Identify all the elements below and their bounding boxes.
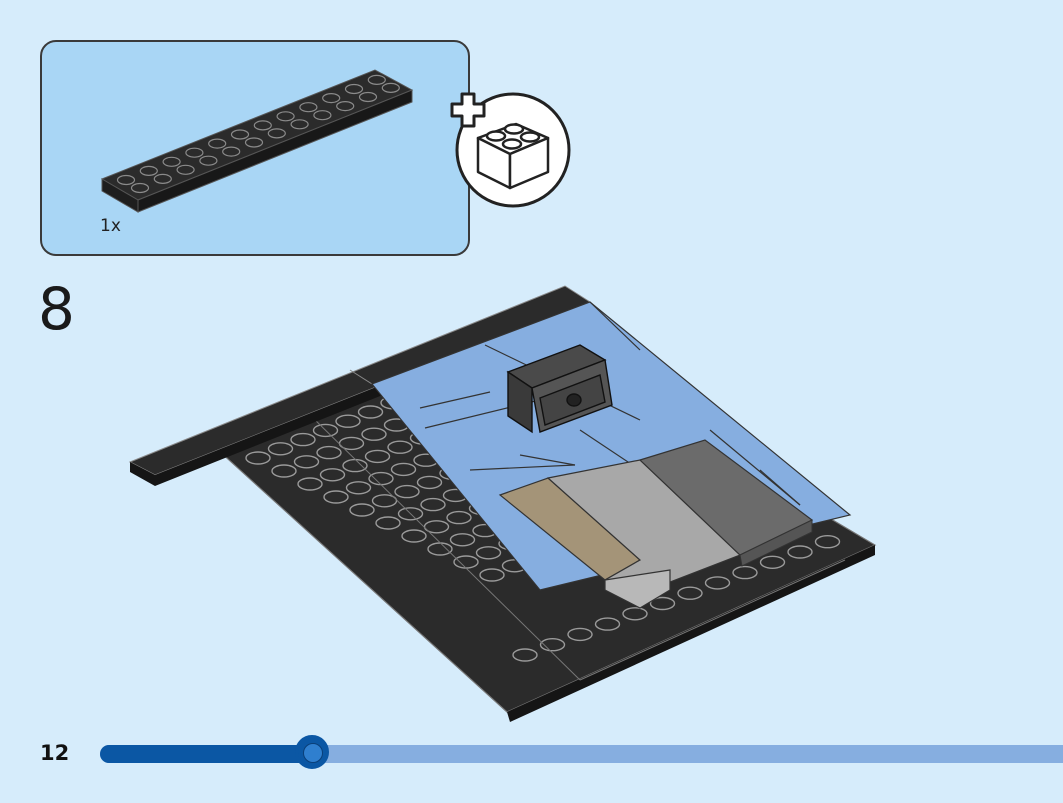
stud bbox=[230, 129, 250, 140]
stud bbox=[349, 503, 375, 517]
progress-fill bbox=[100, 745, 312, 763]
stud bbox=[139, 165, 158, 176]
stud bbox=[479, 568, 505, 582]
stud bbox=[316, 445, 342, 460]
stud bbox=[336, 100, 355, 112]
parts-callout: 1x bbox=[40, 40, 470, 256]
stud bbox=[364, 449, 391, 464]
stud bbox=[319, 468, 346, 482]
stud bbox=[390, 462, 417, 477]
stud bbox=[361, 427, 387, 441]
stud bbox=[244, 137, 264, 148]
stud bbox=[814, 535, 841, 549]
stud bbox=[290, 119, 309, 130]
stud bbox=[475, 546, 502, 560]
stud bbox=[677, 586, 703, 600]
stud bbox=[276, 111, 295, 122]
stud bbox=[253, 120, 272, 131]
stud bbox=[299, 102, 318, 113]
stud bbox=[387, 440, 413, 454]
stud bbox=[401, 529, 427, 543]
stud bbox=[344, 83, 364, 95]
stud bbox=[453, 555, 479, 569]
stud bbox=[208, 138, 227, 149]
stud bbox=[267, 128, 286, 139]
drawer-brick bbox=[506, 344, 613, 434]
stud bbox=[567, 627, 593, 642]
stud bbox=[313, 110, 332, 121]
stud bbox=[622, 607, 648, 621]
add-brick-icon bbox=[450, 92, 571, 208]
stud bbox=[732, 565, 758, 580]
plate-2x12-image bbox=[100, 69, 414, 213]
stud bbox=[420, 497, 446, 512]
stud bbox=[427, 542, 453, 556]
step-number: 8 bbox=[38, 275, 75, 343]
stud bbox=[381, 82, 400, 94]
stud bbox=[787, 545, 813, 559]
stud bbox=[222, 146, 241, 157]
stud bbox=[335, 414, 361, 428]
stud bbox=[704, 576, 731, 590]
stud bbox=[594, 617, 621, 631]
stud bbox=[345, 481, 372, 495]
stud bbox=[416, 475, 443, 490]
stud bbox=[297, 477, 323, 491]
stud bbox=[271, 464, 297, 478]
stud bbox=[322, 92, 341, 104]
stud bbox=[446, 510, 472, 525]
stud bbox=[449, 533, 476, 547]
stud bbox=[375, 516, 401, 530]
stud bbox=[267, 442, 294, 456]
stud bbox=[342, 458, 368, 473]
stud bbox=[357, 405, 384, 419]
stud bbox=[759, 555, 786, 569]
stud bbox=[371, 494, 398, 508]
stud bbox=[153, 173, 172, 184]
part-quantity: 1x bbox=[100, 216, 121, 236]
stud bbox=[358, 91, 378, 103]
page-number: 12 bbox=[40, 741, 70, 765]
stud bbox=[290, 432, 316, 447]
stud bbox=[649, 596, 676, 611]
progress-bar[interactable] bbox=[100, 735, 1063, 769]
stud bbox=[245, 451, 271, 465]
stud bbox=[162, 156, 181, 167]
stud bbox=[116, 174, 136, 186]
progress-handle[interactable] bbox=[295, 735, 329, 769]
stud bbox=[293, 455, 320, 469]
stud bbox=[367, 74, 386, 86]
stud bbox=[176, 164, 195, 175]
stud bbox=[512, 648, 538, 662]
stud bbox=[394, 484, 420, 499]
stud bbox=[185, 147, 204, 158]
stud bbox=[368, 471, 394, 486]
stud bbox=[199, 155, 218, 166]
stud bbox=[130, 182, 150, 194]
step-model-illustration bbox=[128, 285, 877, 722]
stud bbox=[323, 490, 349, 504]
